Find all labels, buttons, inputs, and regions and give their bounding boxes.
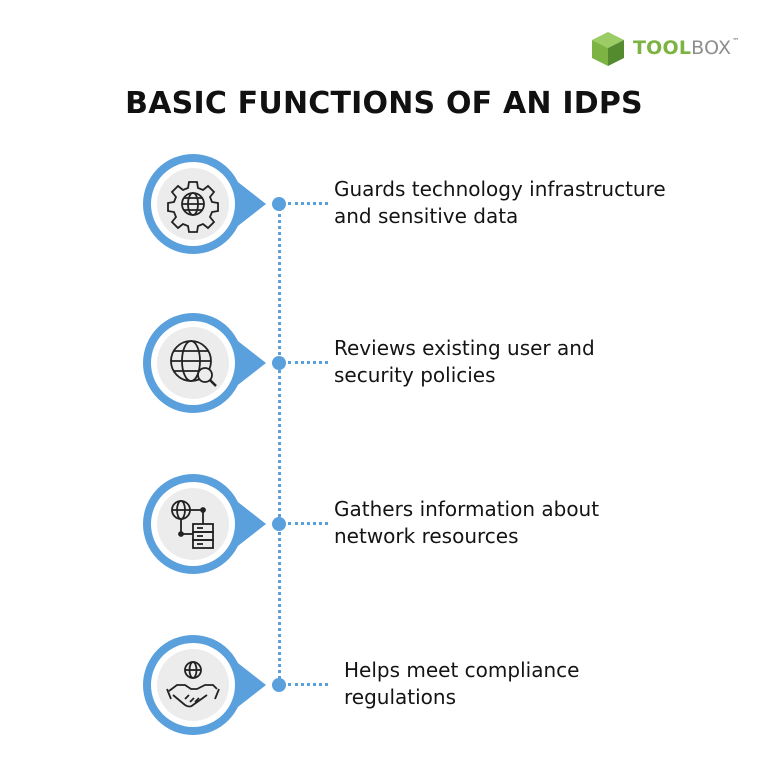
function-label: Gathers information about network resour… (334, 497, 600, 548)
connector-dots (288, 202, 328, 205)
badge-ring (143, 635, 266, 735)
timeline-node (272, 678, 286, 692)
timeline-node (272, 517, 286, 531)
icon-badge (138, 630, 268, 740)
function-item: Gathers information about network resour… (0, 469, 768, 579)
connector-dots (288, 522, 328, 525)
handshake-globe-icon (163, 655, 223, 715)
logo-wordmark: TOOLBOX™ (633, 37, 740, 59)
function-item: Helps meet compliance regulations (0, 630, 768, 740)
function-item: Reviews existing user and security polic… (0, 308, 768, 418)
function-label: Guards technology infrastructure and sen… (334, 177, 666, 228)
icon-badge (138, 469, 268, 579)
function-item: Guards technology infrastructure and sen… (0, 149, 768, 259)
timeline-node (272, 197, 286, 211)
toolbox-logo: TOOLBOX™ (590, 30, 750, 70)
network-server-icon (163, 494, 223, 554)
connector-dots (288, 361, 328, 364)
icon-badge (138, 308, 268, 418)
page-title: BASIC FUNCTIONS OF AN IDPS (125, 86, 643, 121)
timeline-node (272, 356, 286, 370)
cube-logo-icon (592, 32, 624, 66)
globe-search-icon (163, 333, 223, 393)
connector-dots (288, 683, 328, 686)
function-label: Helps meet compliance regulations (344, 658, 580, 709)
icon-badge (138, 149, 268, 259)
gear-globe-icon (163, 174, 223, 234)
function-label: Reviews existing user and security polic… (334, 336, 595, 387)
timeline-line (278, 202, 281, 685)
